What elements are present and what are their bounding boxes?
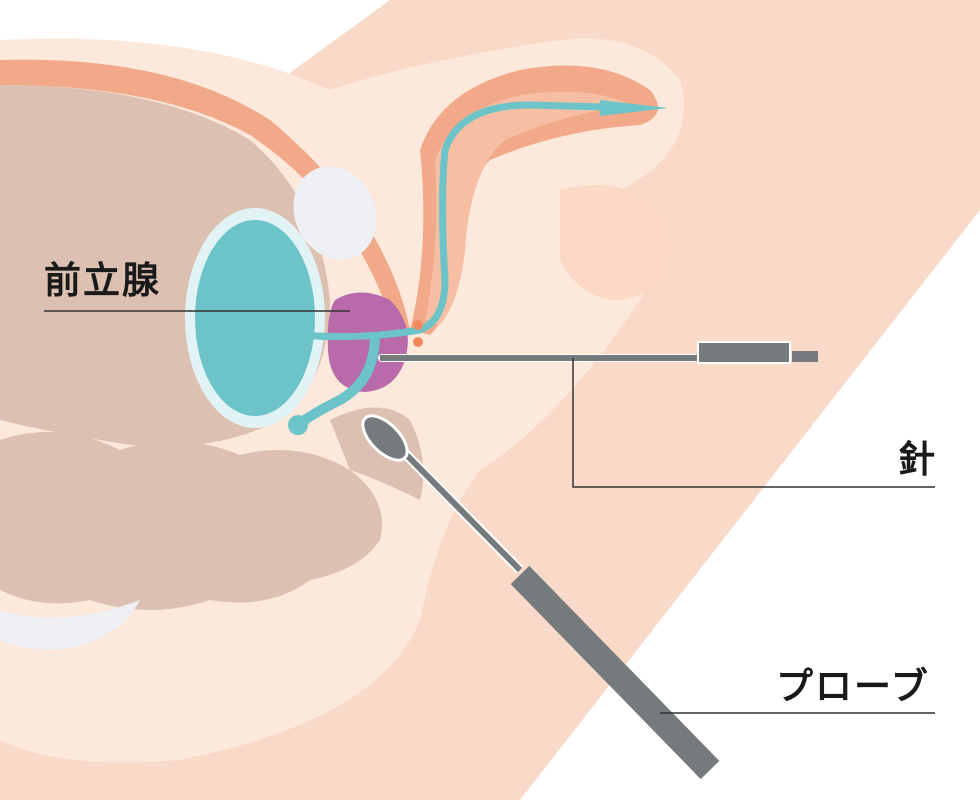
probe-instrument [361, 414, 720, 780]
prostate [327, 292, 408, 392]
prostate-label: 前立腺 [44, 259, 161, 302]
duct-end [288, 415, 308, 435]
urethra [299, 101, 641, 341]
ejaculatory-duct [294, 334, 380, 429]
sphincter [413, 337, 423, 347]
scrotum [560, 185, 672, 300]
sphincter [413, 320, 423, 330]
pubic-bone [293, 166, 377, 260]
penile-inner [425, 91, 630, 326]
rectum-wall [330, 407, 424, 500]
intestine [0, 432, 382, 610]
probe-label: プローブ [776, 665, 930, 708]
needle-instrument [378, 341, 818, 364]
coccyx [0, 600, 140, 650]
urethra-tip [600, 100, 668, 116]
needle-label: 針 [898, 438, 937, 481]
seminal-vesicle [195, 220, 315, 416]
needle-leader-line [572, 358, 935, 488]
